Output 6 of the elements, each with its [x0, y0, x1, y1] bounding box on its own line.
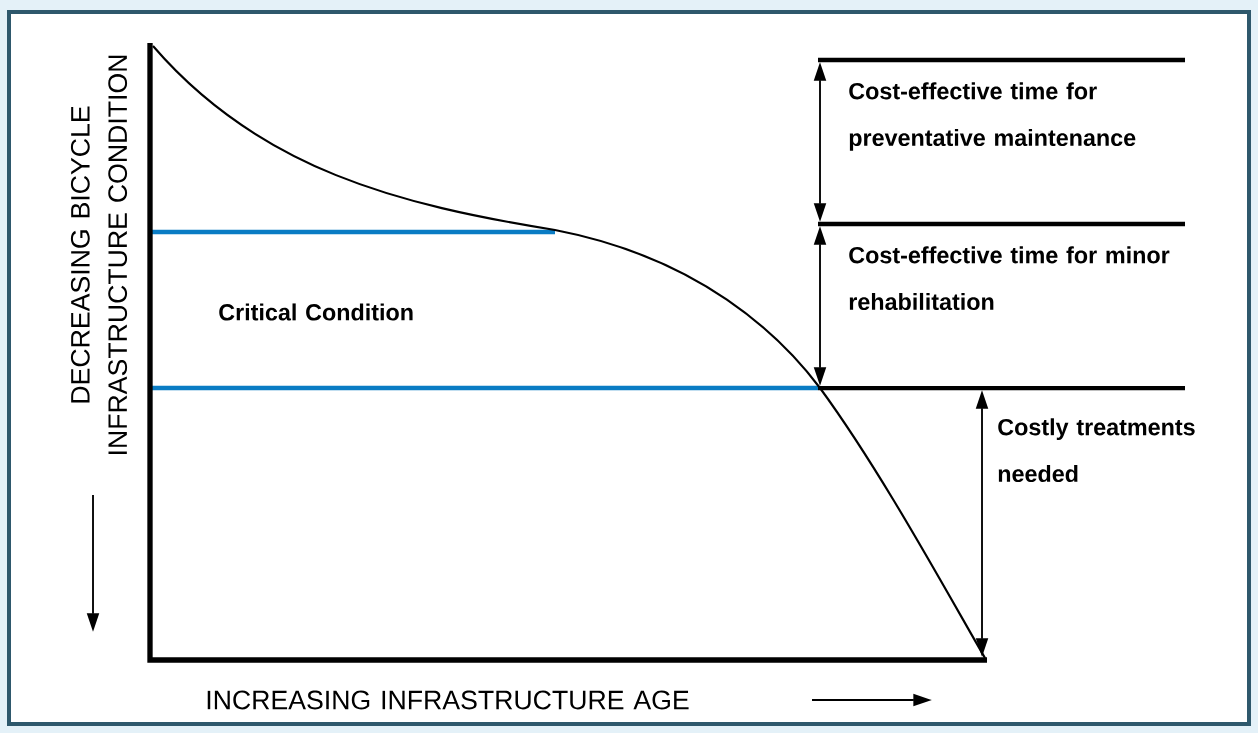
annotation-text: Costly treatments needed: [998, 418, 1195, 483]
annotation-text: Critical Condition: [219, 303, 413, 321]
annotation-text: Cost-effective time for preventative maintenance: [849, 82, 1136, 151]
axis-title: DECREASING BICYCLE INFRASTRUCTURE CONDITION: [70, 55, 128, 454]
annotation-text: Cost-effective time for minor rehabilitation: [849, 246, 1170, 311]
axis-title: INCREASING INFRASTRUCTURE AGE: [207, 690, 689, 710]
